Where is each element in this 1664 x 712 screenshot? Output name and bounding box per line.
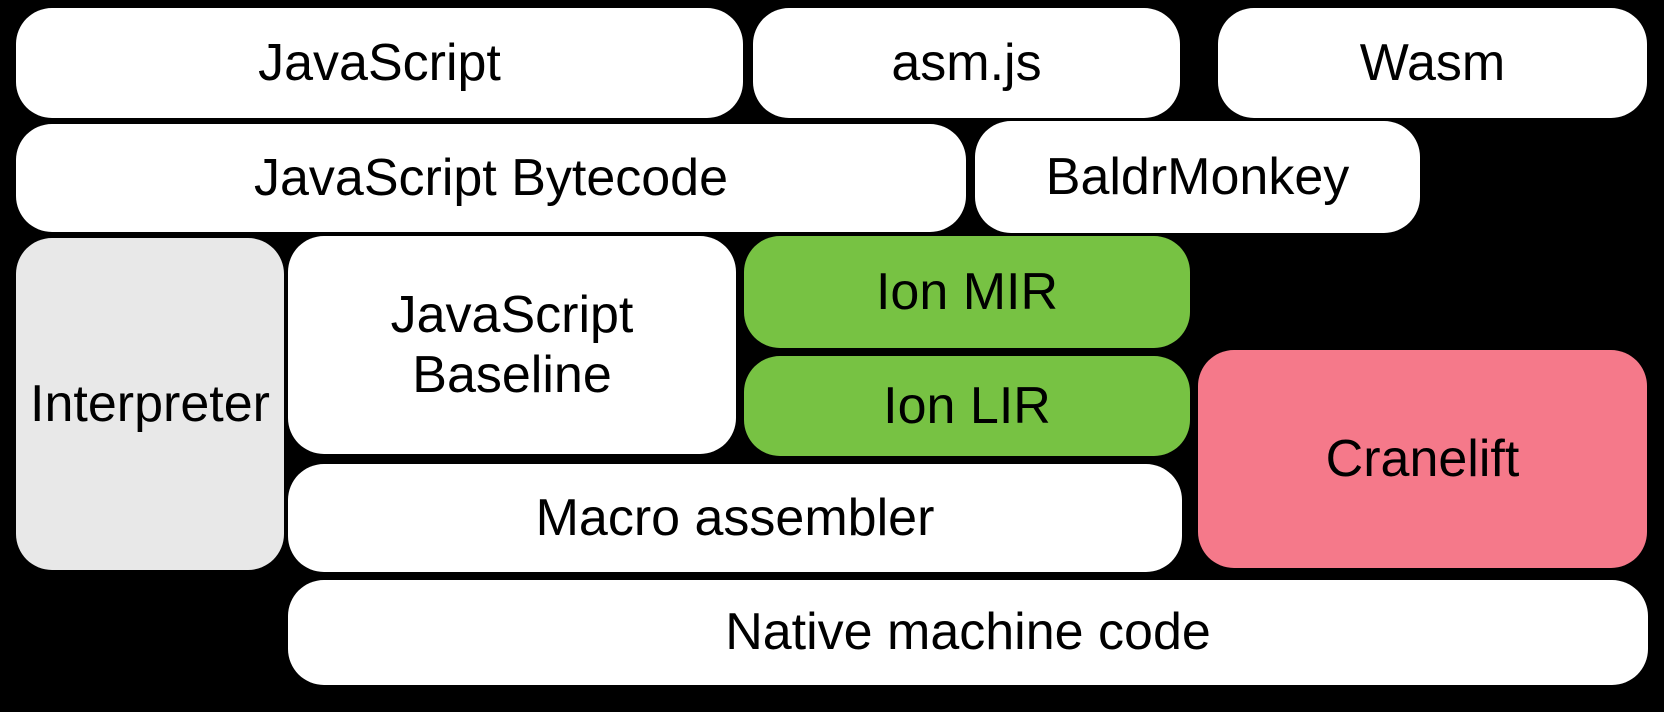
- block-asmjs-label: asm.js: [891, 33, 1042, 92]
- block-baldrmonkey: BaldrMonkey: [975, 121, 1420, 233]
- block-javascript: JavaScript: [16, 8, 743, 118]
- block-interpreter: Interpreter: [16, 238, 284, 570]
- block-ion-mir-label: Ion MIR: [875, 262, 1059, 321]
- block-ion-mir: Ion MIR: [744, 236, 1190, 348]
- block-cranelift-label: Cranelift: [1325, 429, 1520, 488]
- block-wasm-label: Wasm: [1359, 33, 1506, 92]
- block-javascript-baseline: JavaScript Baseline: [288, 236, 736, 454]
- block-native-machine-code: Native machine code: [288, 580, 1648, 685]
- block-javascript-bytecode: JavaScript Bytecode: [16, 124, 966, 232]
- block-asmjs: asm.js: [753, 8, 1180, 118]
- block-wasm: Wasm: [1218, 8, 1647, 118]
- block-javascript-baseline-label-line1: JavaScript: [390, 285, 634, 344]
- block-ion-lir-label: Ion LIR: [883, 376, 1051, 435]
- block-javascript-bytecode-label: JavaScript Bytecode: [253, 148, 729, 207]
- block-ion-lir: Ion LIR: [744, 356, 1190, 456]
- block-interpreter-label: Interpreter: [30, 374, 270, 433]
- block-javascript-baseline-label-line2: Baseline: [412, 346, 612, 404]
- block-baldrmonkey-label: BaldrMonkey: [1045, 147, 1350, 206]
- block-macro-assembler-label: Macro assembler: [535, 488, 935, 547]
- block-macro-assembler: Macro assembler: [288, 464, 1182, 572]
- block-javascript-label: JavaScript: [258, 33, 501, 92]
- block-cranelift: Cranelift: [1198, 350, 1647, 568]
- block-native-machine-code-label: Native machine code: [725, 603, 1211, 662]
